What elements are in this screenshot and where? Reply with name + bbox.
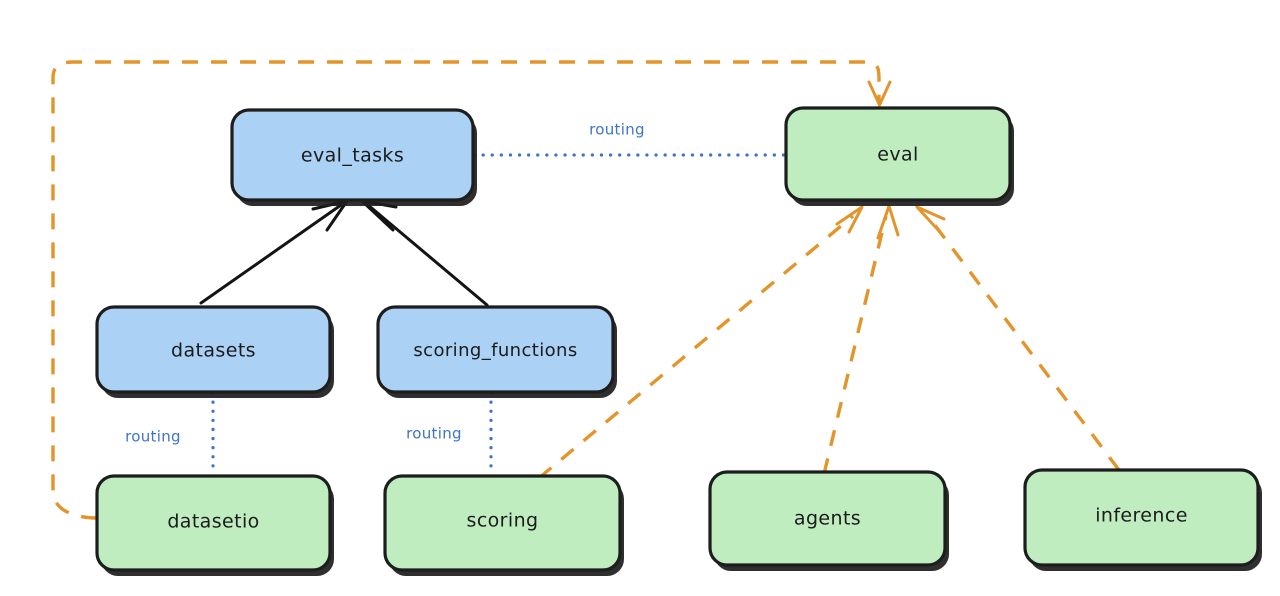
node-datasetio[interactable]: datasetio (95, 474, 334, 576)
edge-label-routing-datasets: routing (125, 428, 181, 446)
node-eval_tasks[interactable]: eval_tasks (230, 108, 477, 206)
arrow-head-icon (915, 205, 946, 234)
node-body (230, 108, 475, 202)
node-body (1023, 468, 1260, 567)
node-body (376, 305, 615, 394)
arrow-head-icon (876, 204, 900, 240)
node-body (383, 474, 622, 572)
node-label-eval: eval (877, 144, 918, 166)
node-label-agents: agents (794, 508, 861, 530)
edge-datasets-eval_tasks[interactable] (199, 199, 349, 305)
node-label-inference: inference (1095, 505, 1188, 527)
edge-label-routing-scoring-functions: routing (406, 425, 462, 443)
node-datasets[interactable]: datasets (95, 305, 334, 398)
node-inference[interactable]: inference (1023, 468, 1262, 571)
edge-scoring_functions-eval_tasks[interactable] (360, 199, 489, 307)
node-label-datasets: datasets (171, 340, 256, 362)
node-label-datasetio: datasetio (167, 511, 259, 533)
node-eval[interactable]: eval (784, 106, 1014, 206)
edge-scoring-eval[interactable] (537, 205, 864, 480)
edge-agents-eval[interactable] (822, 204, 900, 475)
edge-group-routing (211, 153, 786, 476)
arrow-head-icon (867, 80, 892, 107)
edge-group-dependencies (51, 60, 1121, 520)
node-scoring[interactable]: scoring (383, 474, 624, 576)
node-body (95, 474, 332, 572)
edge-label-routing-top: routing (589, 121, 645, 139)
arrow-head-icon (835, 205, 864, 234)
node-body (784, 106, 1012, 202)
node-label-eval_tasks: eval_tasks (301, 145, 404, 167)
node-scoring_functions[interactable]: scoring_functions (376, 305, 617, 398)
edge-group-solid (199, 199, 489, 307)
edge-datasetio-eval[interactable] (51, 60, 892, 520)
node-body (95, 305, 332, 394)
edge-inference-eval[interactable] (915, 205, 1121, 472)
node-agents[interactable]: agents (708, 470, 949, 571)
node-body (708, 470, 947, 567)
node-label-scoring: scoring (467, 510, 539, 532)
node-label-scoring_functions: scoring_functions (413, 340, 577, 361)
